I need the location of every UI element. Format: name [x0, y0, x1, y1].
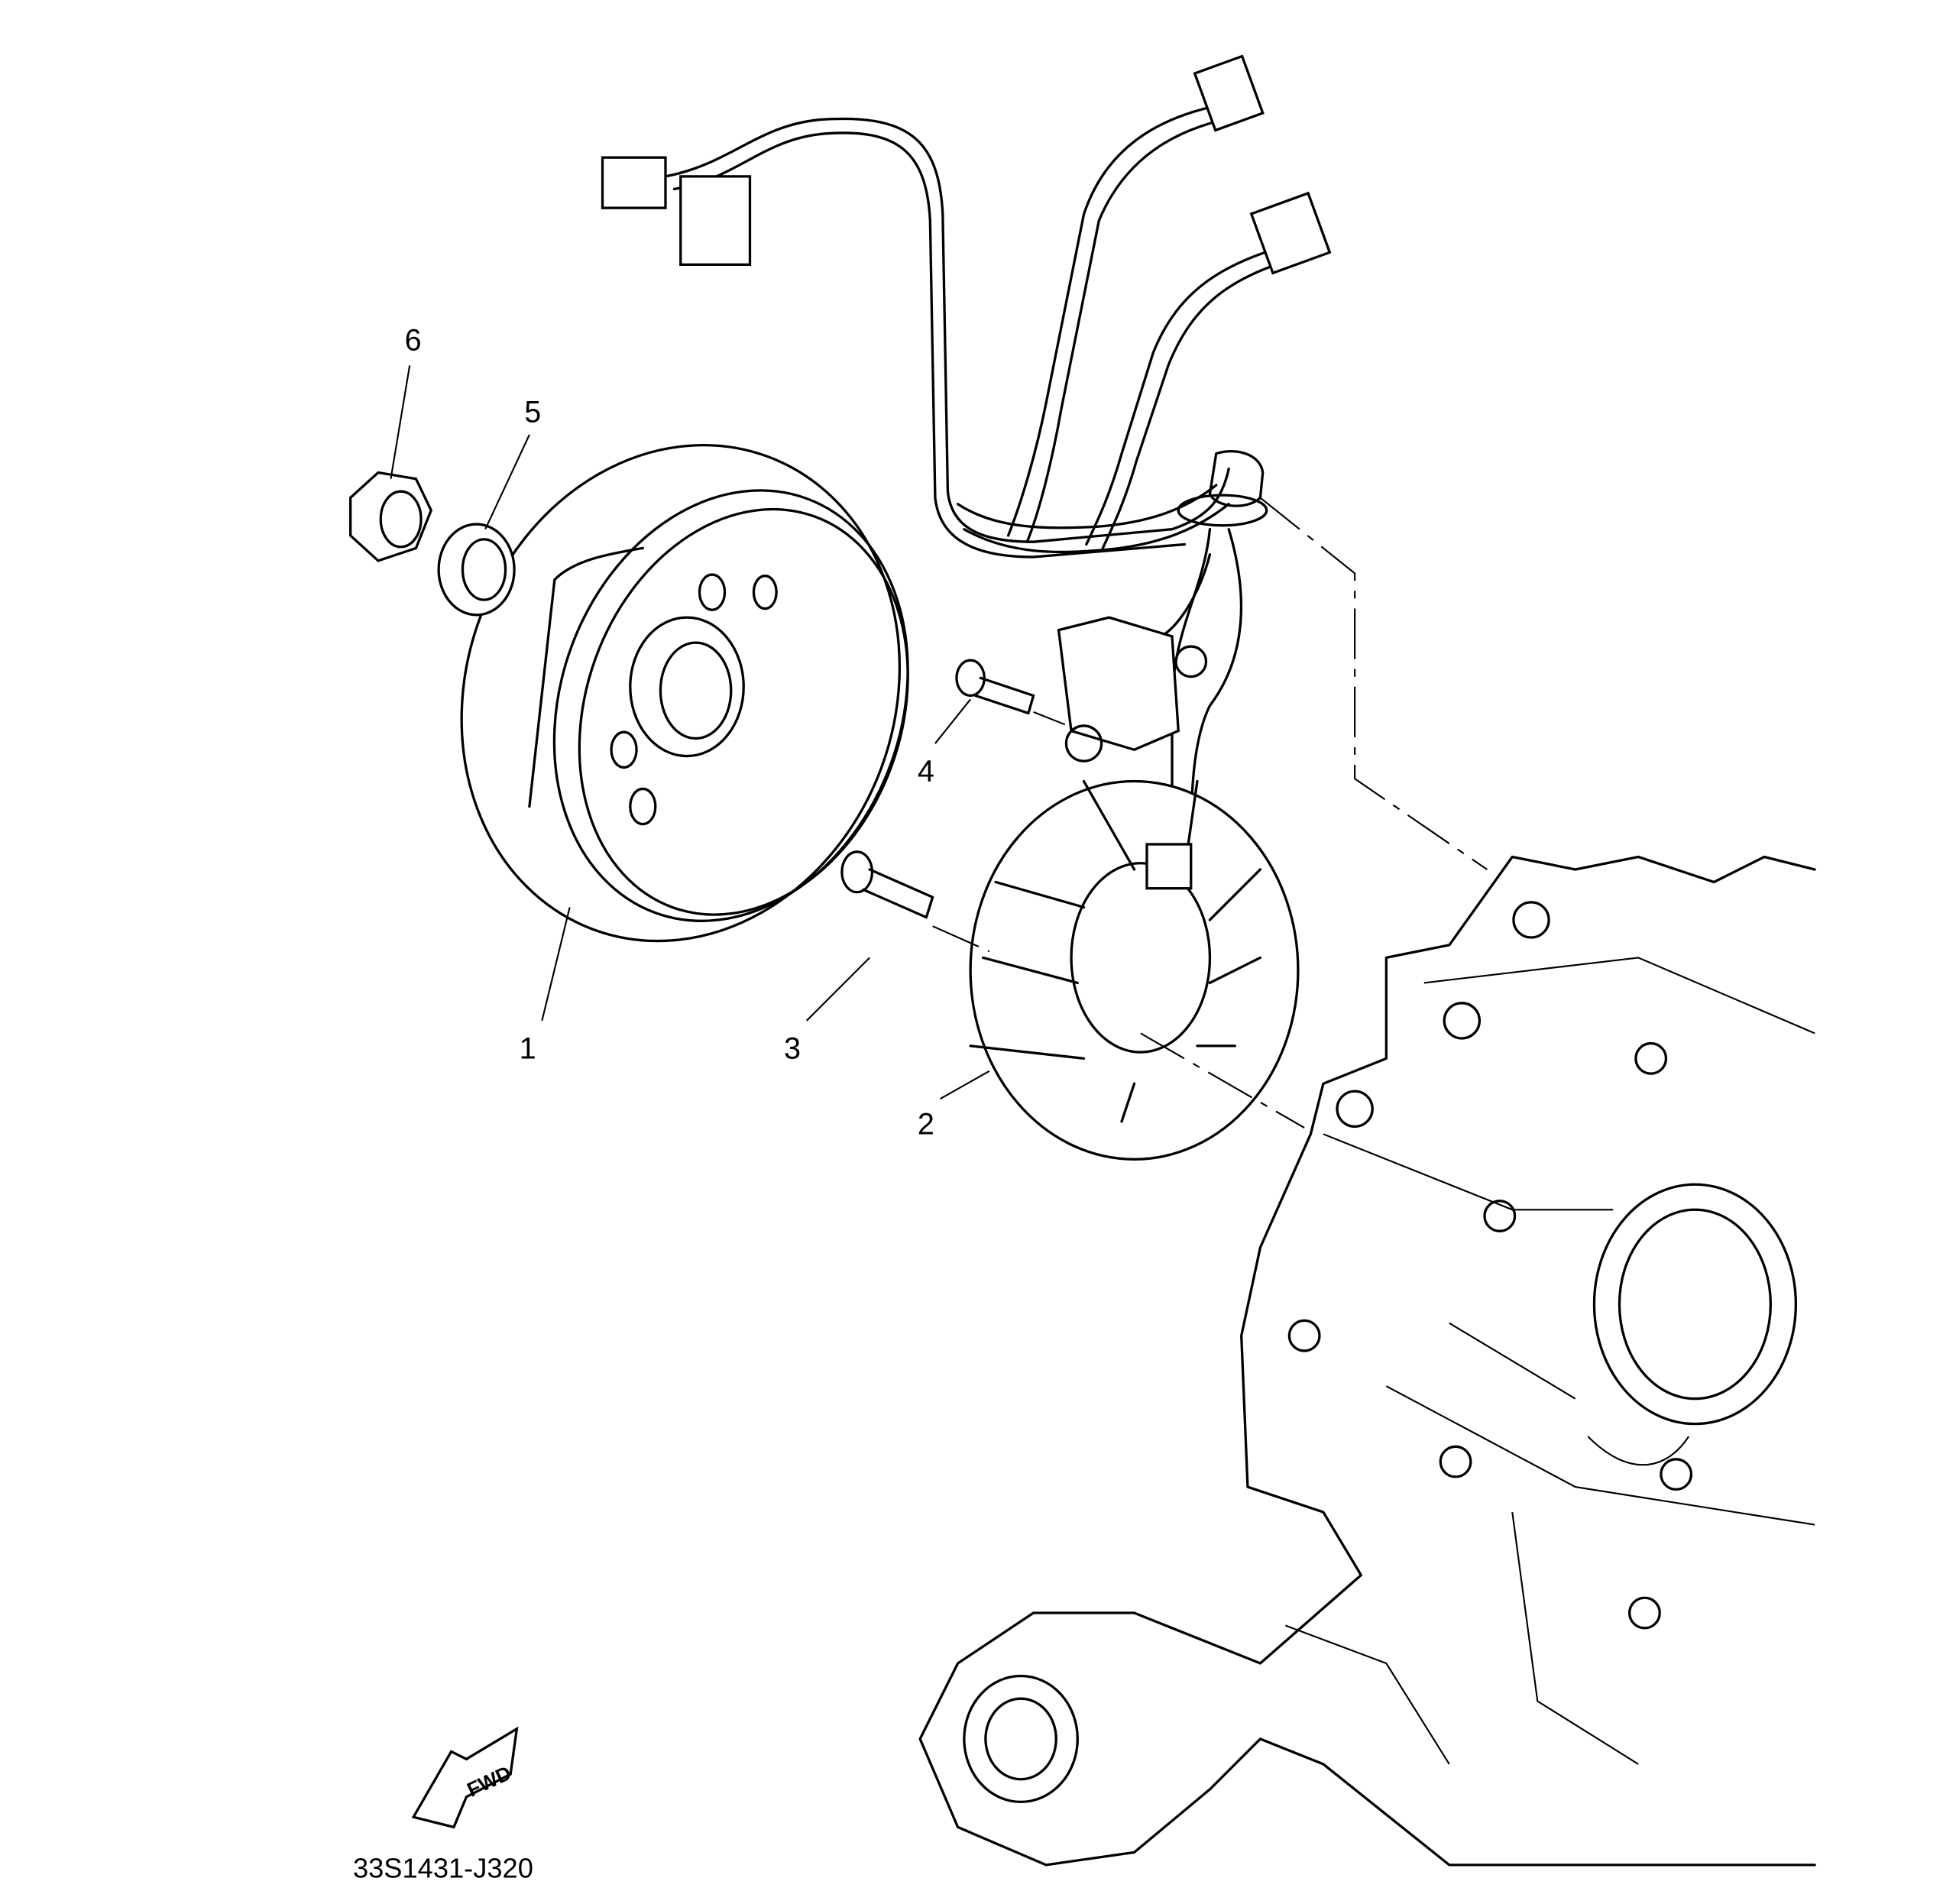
wire-harness — [601, 54, 1332, 859]
callout-4: 4 — [918, 755, 934, 788]
washer — [437, 523, 516, 617]
drawing-code: 33S1431-J320 — [353, 1852, 533, 1883]
bolt-4 — [955, 659, 1035, 715]
pickup-coil — [1057, 616, 1208, 763]
callout-1: 1 — [520, 1031, 536, 1065]
callout-2: 2 — [918, 1107, 934, 1141]
crankcase — [918, 855, 1816, 1867]
connector — [1193, 54, 1265, 132]
callout-3: 3 — [784, 1031, 801, 1065]
fwd-arrow-icon: FWD — [411, 1726, 519, 1829]
connector — [679, 175, 752, 266]
callout-5: 5 — [524, 395, 541, 429]
connector — [601, 156, 667, 209]
bolt-3 — [840, 850, 934, 919]
callout-leaders — [390, 365, 990, 1100]
nut — [349, 471, 433, 562]
connector — [1249, 191, 1332, 275]
flywheel-rotor — [460, 443, 909, 943]
alignment-lines — [932, 497, 1488, 1128]
callout-6: 6 — [405, 323, 422, 357]
stator — [969, 779, 1300, 1161]
